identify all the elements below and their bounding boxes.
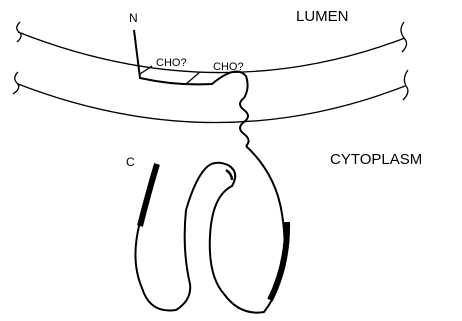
c-terminus-label: C bbox=[126, 155, 135, 169]
highlighted-region-cytoplasmic-arm bbox=[270, 222, 287, 300]
membrane-right-break-bottom bbox=[403, 70, 408, 100]
membrane-right-break-top bbox=[401, 22, 407, 52]
glycosylation-site-2-line bbox=[186, 72, 200, 84]
glycosylation-site-2-label: CHO? bbox=[213, 61, 244, 73]
n-terminus-label: N bbox=[129, 11, 138, 25]
glycosylation-site-1-label: CHO? bbox=[156, 57, 187, 69]
highlighted-region-c-terminal bbox=[140, 164, 157, 226]
highlighted-region-loop-inner bbox=[226, 170, 232, 180]
membrane-outer-boundary bbox=[18, 32, 405, 73]
membrane-left-break-bottom bbox=[13, 72, 19, 94]
lumen-label: LUMEN bbox=[296, 8, 349, 25]
cytoplasm-label: CYTOPLASM bbox=[330, 151, 422, 168]
membrane-left-break-top bbox=[17, 22, 21, 42]
membrane-inner-boundary bbox=[18, 84, 405, 123]
